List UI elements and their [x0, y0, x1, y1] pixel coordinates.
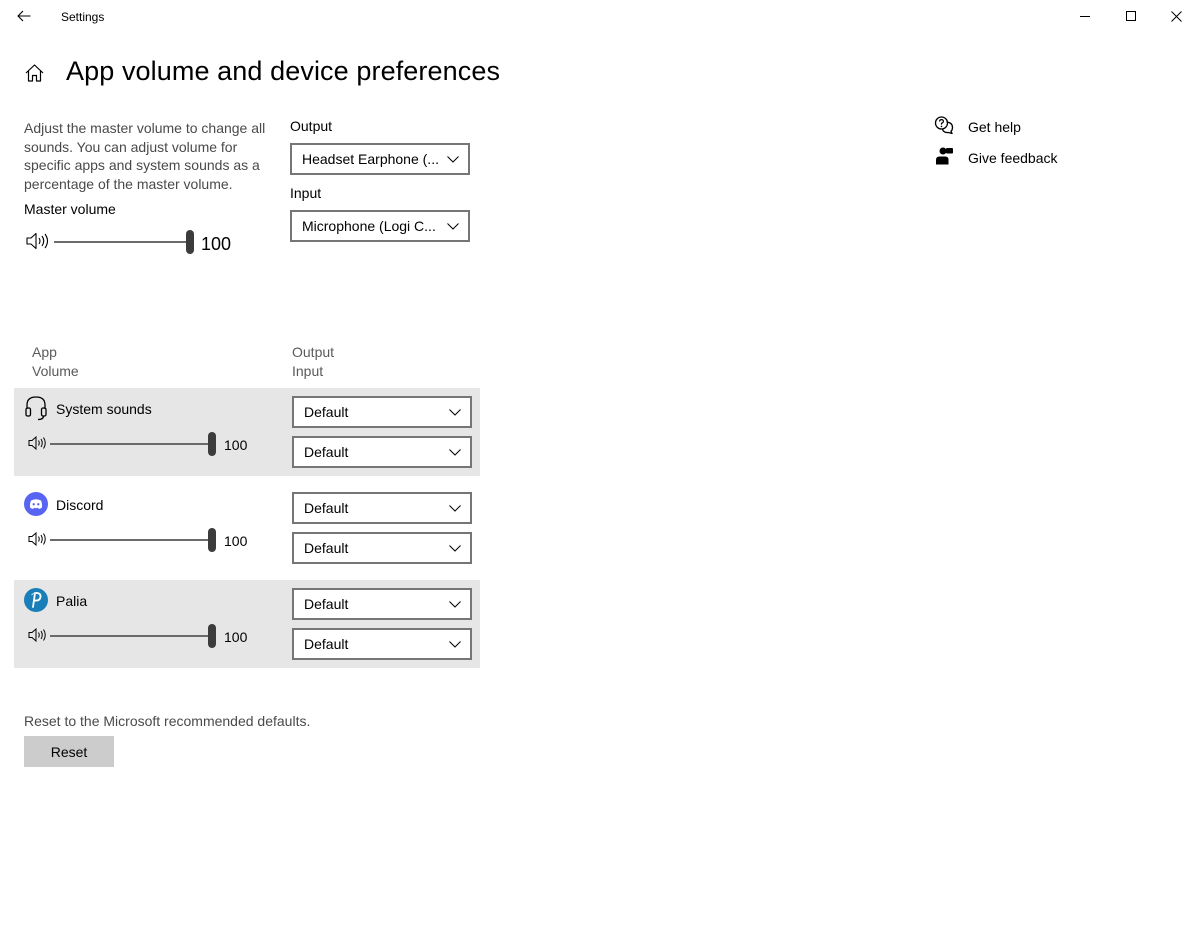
- app-row-system-sounds: System sounds 100 Default Default: [14, 388, 480, 476]
- slider-thumb[interactable]: [208, 432, 216, 456]
- app-name: Discord: [56, 497, 104, 513]
- app-name: Palia: [56, 593, 88, 609]
- app-volume-value: 100: [224, 533, 248, 549]
- slider-thumb[interactable]: [208, 528, 216, 552]
- minimize-icon: [1080, 16, 1090, 17]
- header-output: Output: [292, 344, 335, 360]
- app-input-dropdown[interactable]: Default: [292, 628, 472, 660]
- chevron-down-icon: [438, 155, 468, 163]
- app-volume-slider[interactable]: [50, 624, 220, 648]
- app-output-dropdown[interactable]: Default: [292, 492, 472, 524]
- app-output-value: Default: [304, 500, 349, 516]
- chevron-down-icon: [440, 600, 470, 608]
- app-input-value: Default: [304, 540, 349, 556]
- app-name: System sounds: [56, 401, 152, 417]
- window-title: Settings: [61, 10, 105, 24]
- app-output-dropdown[interactable]: Default: [292, 588, 472, 620]
- close-button[interactable]: [1153, 0, 1199, 32]
- chevron-down-icon: [440, 504, 470, 512]
- master-volume-label: Master volume: [24, 201, 116, 217]
- page-title: App volume and device preferences: [66, 56, 501, 86]
- slider-thumb[interactable]: [208, 624, 216, 648]
- slider-thumb[interactable]: [186, 230, 194, 254]
- column-header-devices: Output Input: [292, 343, 334, 381]
- chevron-down-icon: [440, 544, 470, 552]
- header-app: App: [32, 344, 57, 360]
- chevron-down-icon: [440, 408, 470, 416]
- output-device-dropdown[interactable]: Headset Earphone (...: [290, 143, 470, 175]
- reset-description: Reset to the Microsoft recommended defau…: [24, 713, 311, 729]
- app-input-value: Default: [304, 444, 349, 460]
- speaker-icon: [28, 627, 47, 647]
- app-output-dropdown[interactable]: Default: [292, 396, 472, 428]
- home-button[interactable]: [22, 61, 46, 85]
- give-feedback-label: Give feedback: [968, 150, 1058, 166]
- slider-track: [50, 443, 214, 445]
- input-device-value: Microphone (Logi C...: [302, 218, 436, 234]
- app-volume-slider[interactable]: [50, 432, 220, 456]
- app-output-value: Default: [304, 404, 349, 420]
- master-volume-slider[interactable]: [54, 230, 194, 254]
- close-icon: [1170, 10, 1182, 22]
- home-icon: [25, 64, 43, 82]
- headset-icon: [24, 395, 48, 426]
- get-help-link[interactable]: Get help: [934, 115, 1021, 139]
- slider-track: [50, 635, 214, 637]
- slider-track: [54, 241, 190, 243]
- header-input: Input: [292, 363, 324, 379]
- get-help-icon: [934, 115, 968, 139]
- input-device-dropdown[interactable]: Microphone (Logi C...: [290, 210, 470, 242]
- input-label: Input: [290, 185, 322, 201]
- speaker-icon: [28, 531, 47, 551]
- column-header-app: App Volume: [32, 343, 79, 381]
- slider-track: [50, 539, 214, 541]
- app-input-dropdown[interactable]: Default: [292, 436, 472, 468]
- output-label: Output: [290, 118, 333, 134]
- app-row-palia: Palia 100 Default Default: [14, 580, 480, 668]
- discord-icon: [24, 492, 48, 521]
- minimize-button[interactable]: [1062, 0, 1108, 32]
- maximize-icon: [1126, 11, 1136, 21]
- app-input-value: Default: [304, 636, 349, 652]
- give-feedback-link[interactable]: Give feedback: [934, 147, 1058, 169]
- speaker-icon: [28, 435, 47, 455]
- app-input-dropdown[interactable]: Default: [292, 532, 472, 564]
- master-speaker-icon: [26, 232, 50, 255]
- app-volume-value: 100: [224, 629, 248, 645]
- palia-icon: [24, 588, 48, 617]
- chevron-down-icon: [438, 222, 468, 230]
- give-feedback-icon: [934, 147, 968, 170]
- maximize-button[interactable]: [1108, 0, 1154, 32]
- get-help-label: Get help: [968, 119, 1021, 135]
- reset-button[interactable]: Reset: [24, 736, 114, 767]
- master-volume-value: 100: [201, 234, 232, 254]
- header-volume: Volume: [32, 363, 79, 379]
- app-row-discord: Discord 100 Default Default: [14, 484, 480, 572]
- back-arrow-icon: [17, 10, 31, 22]
- chevron-down-icon: [440, 448, 470, 456]
- app-volume-slider[interactable]: [50, 528, 220, 552]
- master-description: Adjust the master volume to change all s…: [24, 120, 266, 192]
- back-button[interactable]: [10, 4, 38, 28]
- chevron-down-icon: [440, 640, 470, 648]
- app-volume-value: 100: [224, 437, 248, 453]
- output-device-value: Headset Earphone (...: [302, 151, 438, 167]
- app-output-value: Default: [304, 596, 349, 612]
